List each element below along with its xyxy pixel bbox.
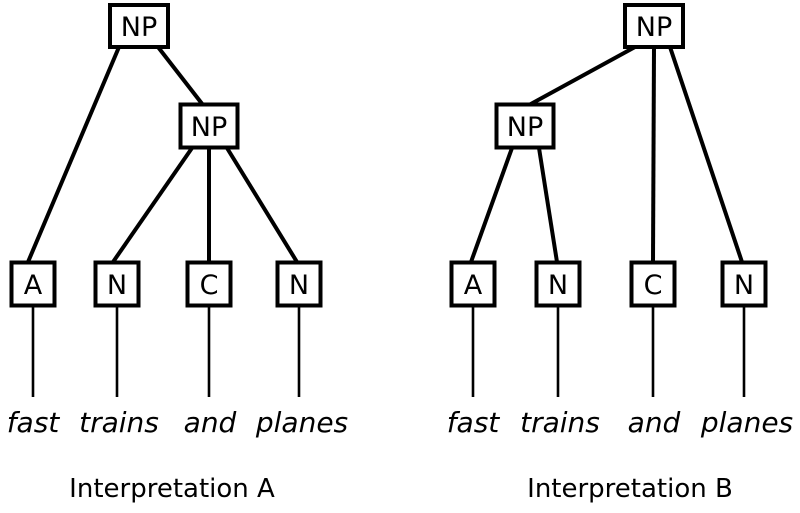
tree-node-n: N [534,260,582,308]
node-box [449,260,497,308]
terminal-word: fast [7,406,61,439]
terminal-word: and [628,406,681,439]
tree-node-np: NP [108,3,170,49]
node-box [275,260,323,308]
node-label: N [289,270,309,301]
node-label: NP [121,12,157,43]
leaf-stem-layer [31,306,746,397]
tree-branch [537,147,559,263]
terminal-word: trains [520,406,600,439]
branch-layer [26,45,744,264]
node-label: A [464,270,483,301]
terminal-word: fast [447,406,501,439]
node-label: A [24,270,43,301]
tree-node-np: NP [494,102,556,150]
tree-branch [156,45,205,107]
node-box [185,260,233,308]
node-box [494,102,556,150]
node-label: NP [507,112,543,143]
terminal-word: planes [700,406,793,439]
tree-branch [668,46,744,263]
tree-branch [26,46,121,263]
node-box [629,260,677,308]
tree-node-n: N [93,260,141,308]
tree-branch [651,46,656,263]
tree-caption: Interpretation B [527,474,733,504]
node-box [720,260,768,308]
tree-node-np: NP [623,3,685,49]
tree-caption: Interpretation A [69,474,275,504]
node-layer: NP NP A N C N NP NP A N C N [9,3,768,308]
word-layer: fast trains and planes fast trains and planes [7,406,793,439]
terminal-word: and [184,406,237,439]
tree-node-a: A [9,260,57,308]
node-box [623,3,685,49]
node-box [9,260,57,308]
node-label: N [107,270,127,301]
terminal-word: trains [79,406,159,439]
node-box [178,102,240,150]
node-box [93,260,141,308]
tree-node-np: NP [178,102,240,150]
tree-node-c: C [629,260,677,308]
node-box [108,3,170,49]
node-label: N [734,270,754,301]
node-label: NP [636,12,672,43]
tree-node-a: A [449,260,497,308]
tree-branch [469,147,514,263]
node-label: NP [191,112,227,143]
node-box [534,260,582,308]
tree-node-n: N [275,260,323,308]
tree-branch [225,146,299,264]
node-label: C [644,270,663,301]
tree-branch [528,45,636,107]
terminal-word: planes [255,406,348,439]
tree-node-c: C [185,260,233,308]
node-label: C [200,270,219,301]
caption-layer: Interpretation A Interpretation B [69,474,733,504]
tree-node-n: N [720,260,768,308]
node-label: N [548,270,568,301]
tree-branch [111,146,194,264]
